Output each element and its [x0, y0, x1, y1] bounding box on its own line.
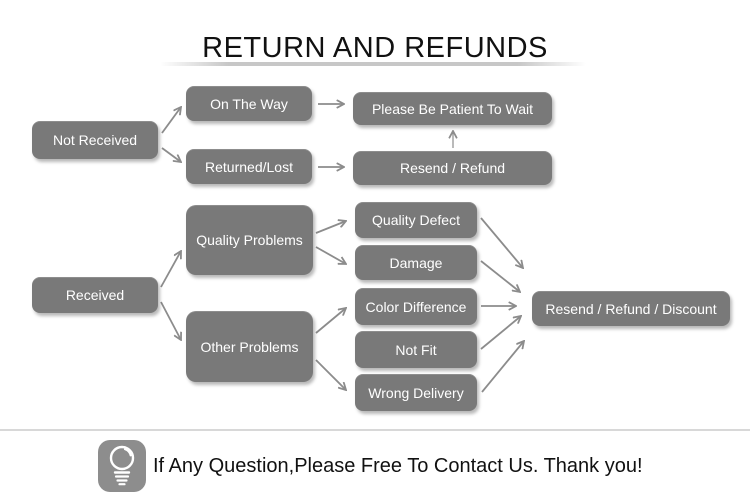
edge-wrong_delivery-to-resend_refund_discount: [481, 341, 524, 393]
edge-quality_problems-to-damage: [315, 246, 346, 264]
node-quality-problems: Quality Problems: [186, 205, 313, 275]
edge-not_received-to-returned_lost: [161, 147, 181, 162]
node-please-be-patient: Please Be Patient To Wait: [353, 92, 552, 125]
edge-not_received-to-on_the_way: [161, 107, 181, 134]
edge-quality_problems-to-quality_defect: [315, 221, 346, 234]
edge-damage-to-resend_refund_discount: [480, 260, 520, 292]
page-title: RETURN AND REFUNDS: [202, 32, 548, 65]
lightbulb-glyph: [109, 445, 135, 486]
node-wrong-delivery: Wrong Delivery: [355, 374, 477, 411]
edge-received-to-other_problems: [160, 301, 181, 340]
node-other-problems: Other Problems: [186, 311, 313, 382]
node-resend-refund-discount: Resend / Refund / Discount: [532, 291, 730, 326]
edge-quality_defect-to-resend_refund_discount: [480, 217, 523, 268]
edge-other_problems-to-color_difference: [315, 308, 346, 334]
flowchart: Not Received On The Way Returned/Lost Pl…: [32, 0, 750, 411]
footer-message: If Any Question,Please Free To Contact U…: [153, 454, 643, 477]
footer-divider: [0, 429, 750, 431]
edge-other_problems-to-wrong_delivery: [315, 359, 346, 390]
flow-arrows: [160, 0, 750, 393]
node-on-the-way: On The Way: [186, 86, 312, 121]
node-damage: Damage: [355, 245, 477, 280]
lightbulb-icon: [98, 440, 146, 492]
node-not-received: Not Received: [32, 121, 158, 159]
node-received: Received: [32, 277, 158, 313]
edge-not_fit-to-resend_refund_discount: [480, 316, 521, 350]
title-divider: [160, 62, 586, 66]
edge-received-to-quality_problems: [160, 251, 181, 288]
node-not-fit: Not Fit: [355, 331, 477, 368]
node-returned-lost: Returned/Lost: [186, 149, 312, 184]
node-resend-refund: Resend / Refund: [353, 151, 552, 185]
node-color-difference: Color Difference: [355, 288, 477, 325]
node-quality-defect: Quality Defect: [355, 202, 477, 238]
